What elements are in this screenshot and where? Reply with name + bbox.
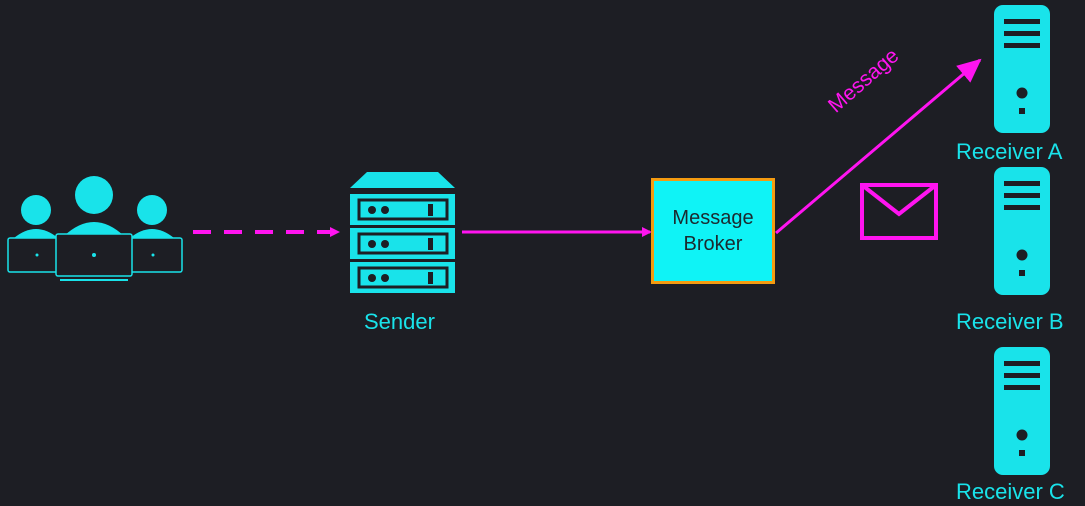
receiver-a-server-icon: [994, 5, 1050, 133]
receiver-c-label: Receiver C: [956, 479, 1065, 504]
users-with-laptops-icon: [7, 176, 183, 281]
broker-label-line2: Broker: [683, 233, 743, 255]
message-broker-node: Message Broker: [651, 178, 775, 284]
broker-label-line1: Message: [672, 207, 754, 229]
server-rack-icon: [350, 172, 455, 293]
edge-broker-to-receiver-a: [775, 58, 982, 235]
receiver-b-server-icon: [994, 167, 1050, 295]
receiver-c-server-icon: [994, 347, 1050, 475]
sender-label: Sender: [364, 309, 435, 334]
receiver-a-label: Receiver A: [956, 139, 1063, 164]
receiver-b-label: Receiver B: [956, 309, 1064, 334]
envelope-icon: [860, 183, 938, 240]
